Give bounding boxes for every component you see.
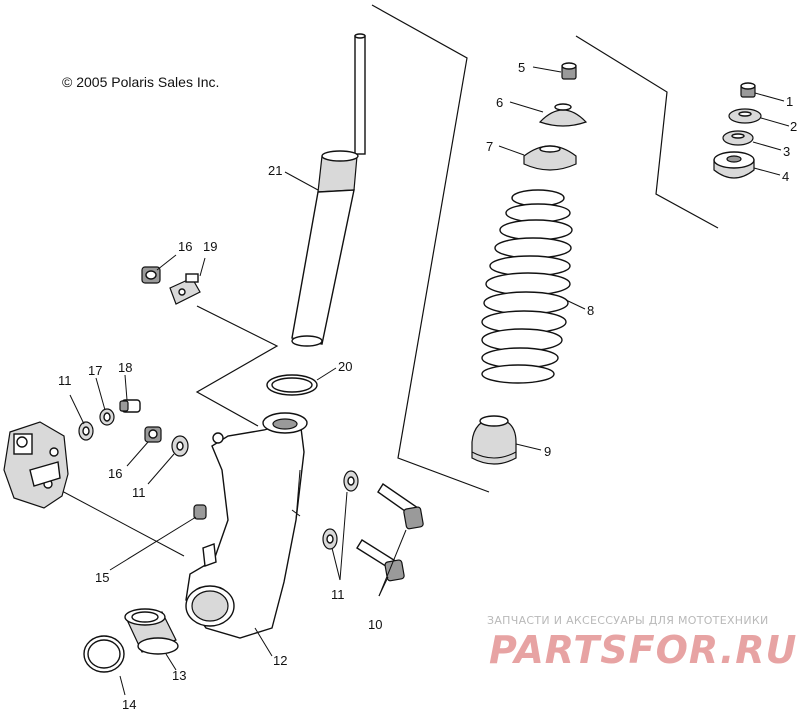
wheel-bearing <box>124 608 179 655</box>
callout-20: 20 <box>338 359 352 374</box>
rubber-bushing <box>713 151 755 179</box>
callout-21: 21 <box>268 163 282 178</box>
washer-knuckle-upper <box>343 470 359 492</box>
nut-caliper <box>144 426 162 443</box>
caliper-bolt <box>119 399 141 413</box>
callout-13: 13 <box>172 668 186 683</box>
assembly-line-top-hardware <box>575 35 719 229</box>
callout-9: 9 <box>544 444 551 459</box>
callout-6: 6 <box>496 95 503 110</box>
callout-14: 14 <box>122 697 136 711</box>
callout-7: 7 <box>486 139 493 154</box>
callout-16-bracket: 16 <box>178 239 192 254</box>
spring-retainer-cap <box>538 103 588 127</box>
bushing-washer <box>722 130 754 146</box>
nut-top-center <box>561 62 577 80</box>
callout-18: 18 <box>118 360 132 375</box>
nut-top-right <box>740 82 756 98</box>
assembly-line-bracket <box>195 305 279 427</box>
spring-seat-upper <box>523 145 577 171</box>
bump-stop <box>471 415 517 465</box>
copyright-notice: © 2005 Polaris Sales Inc. <box>62 74 220 90</box>
callout-11-caliper-b: 11 <box>132 485 146 500</box>
callout-2: 2 <box>790 119 797 134</box>
coil-spring <box>481 189 573 384</box>
callout-1: 1 <box>786 94 793 109</box>
callout-10: 10 <box>368 617 382 632</box>
assembly-line-strut-spring <box>371 4 490 493</box>
brake-caliper <box>3 421 69 509</box>
callout-4: 4 <box>782 169 789 184</box>
snap-ring <box>83 635 125 673</box>
lock-washer <box>99 408 115 426</box>
steering-knuckle <box>185 412 308 639</box>
callout-17: 17 <box>88 363 102 378</box>
washer-top <box>728 108 762 124</box>
washer-caliper-a <box>78 421 94 441</box>
callout-3: 3 <box>783 144 790 159</box>
assembly-line-caliper <box>59 489 185 557</box>
watermark-logo: PARTSFOR.RU <box>489 628 798 672</box>
washer-knuckle-lower <box>322 528 338 550</box>
callout-11-caliper-a: 11 <box>58 373 72 388</box>
bolt-upper <box>377 483 424 530</box>
callout-12: 12 <box>273 653 287 668</box>
callout-19: 19 <box>203 239 217 254</box>
callout-11-knuckle: 11 <box>331 587 345 602</box>
callout-5: 5 <box>518 60 525 75</box>
nut-bracket <box>141 266 161 284</box>
callout-15: 15 <box>95 570 109 585</box>
o-ring-seal <box>266 374 318 396</box>
brake-line-clip <box>169 273 201 305</box>
bolt-lower <box>356 539 405 582</box>
watermark-tagline: ЗАПЧАСТИ И АКСЕССУАРЫ ДЛЯ МОТОТЕХНИКИ <box>487 614 769 627</box>
bleeder-screw <box>193 504 207 520</box>
washer-caliper-b <box>171 435 189 457</box>
callout-8: 8 <box>587 303 594 318</box>
strut-shock-absorber <box>291 33 366 347</box>
callout-16-caliper: 16 <box>108 466 122 481</box>
